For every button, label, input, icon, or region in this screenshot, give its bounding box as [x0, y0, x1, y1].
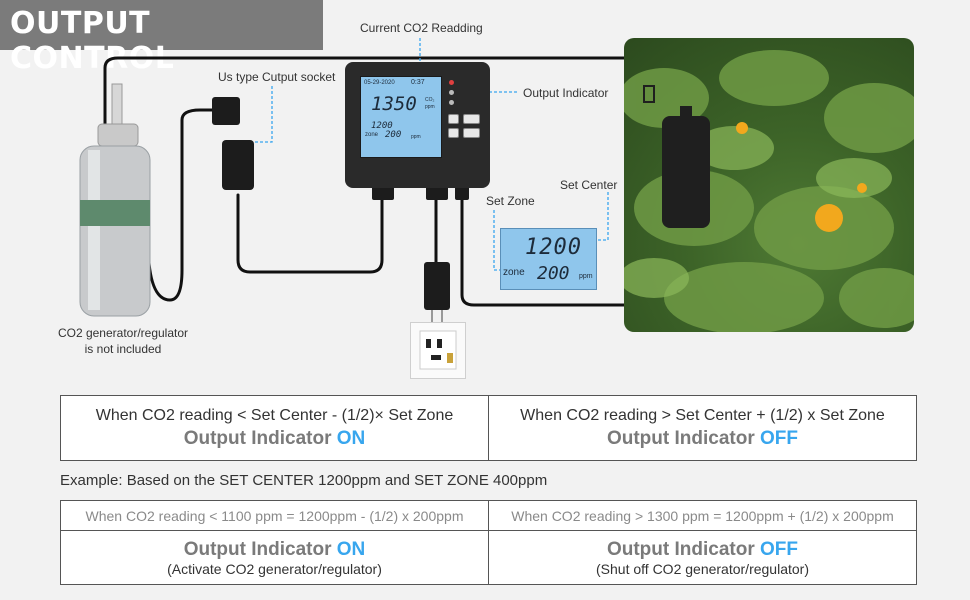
lcd-set-center: 1200 — [525, 235, 582, 260]
example-state-on: ON — [336, 538, 366, 560]
up-button[interactable] — [448, 114, 459, 124]
callout-socket: Us type Cutput socket — [218, 70, 336, 84]
output-indicator-label: Output Indicator — [183, 427, 337, 449]
wall-socket — [410, 322, 466, 379]
condition-table: When CO2 reading < Set Center - (1/2)× S… — [60, 395, 917, 461]
generator-caption: CO2 generator/regulator is not included — [48, 325, 198, 357]
lcd-zone-label: zone — [503, 267, 525, 278]
callout-set-zone: Set Zone — [486, 194, 535, 208]
condition-on-text: When CO2 reading < Set Center - (1/2)× S… — [95, 406, 454, 424]
example-on-cell: Output Indicator ON (Activate CO2 genera… — [61, 531, 488, 584]
output-indicator-on: Output Indicator ON — [184, 428, 366, 450]
leader-socket — [254, 86, 273, 143]
socket-icon — [419, 330, 457, 370]
screen-date: 05-29-2020 — [364, 80, 395, 86]
condition-on-cell: When CO2 reading < Set Center - (1/2)× S… — [61, 396, 488, 460]
example-off-formula: When CO2 reading > 1300 ppm = 1200ppm + … — [511, 507, 894, 524]
lcd-unit: ppm — [579, 273, 593, 280]
screen-zone-value: 200 — [385, 130, 402, 140]
indicator-light-icon — [449, 100, 454, 105]
lcd-zone-value: 200 — [537, 263, 570, 284]
co2-sensor — [662, 116, 710, 228]
callout-set-center: Set Center — [560, 178, 618, 192]
example-on-formula: When CO2 reading < 1100 ppm = 1200ppm - … — [85, 507, 464, 524]
example-off-cell: Output Indicator OFF (Shut off CO2 gener… — [488, 531, 916, 584]
indicator-light-icon — [449, 90, 454, 95]
callout-current-reading: Current CO2 Readding — [360, 21, 483, 35]
example-output-indicator-off: Output Indicator OFF — [607, 539, 798, 561]
output-indicator-label: Output Indicator — [183, 538, 337, 560]
output-indicator-off: Output Indicator OFF — [607, 428, 798, 450]
example-state-off: OFF — [760, 538, 799, 560]
condition-off-cell: When CO2 reading > Set Center + (1/2) x … — [488, 396, 916, 460]
indicator-light-icon — [449, 80, 454, 85]
mode-button[interactable] — [463, 114, 480, 124]
example-on-formula-cell: When CO2 reading < 1100 ppm = 1200ppm - … — [61, 501, 488, 530]
screen-co2-reading: 1350 — [371, 93, 417, 115]
generator-cable — [146, 108, 214, 302]
screen-zone-label: zone — [365, 132, 379, 138]
example-output-indicator-on: Output Indicator ON — [184, 539, 366, 561]
output-indicator-label: Output Indicator — [606, 427, 761, 449]
example-result-table: Output Indicator ON (Activate CO2 genera… — [60, 530, 917, 585]
screen-time: 0:37 — [411, 79, 425, 86]
set-button[interactable] — [463, 128, 480, 138]
power-cable-left — [236, 186, 384, 274]
plant-photo — [624, 38, 914, 332]
co2-cylinder — [79, 83, 151, 317]
example-on-note: (Activate CO2 generator/regulator) — [167, 560, 382, 577]
plant-illustration — [624, 50, 914, 332]
screen-co2-unit-ppm: ppm — [425, 104, 435, 110]
screen-ppm: ppm — [411, 134, 421, 140]
leader-set-zone — [493, 210, 500, 271]
screen-set-center: 1200 — [371, 121, 393, 131]
callout-output-indicator: Output Indicator — [523, 86, 609, 100]
example-formula-table: When CO2 reading < 1100 ppm = 1200ppm - … — [60, 500, 917, 531]
main-plug — [424, 262, 450, 310]
screen-co2-unit-label: CO₂ — [425, 97, 435, 103]
example-off-formula-cell: When CO2 reading > 1300 ppm = 1200ppm + … — [488, 501, 916, 530]
adapter-plug — [212, 97, 254, 190]
generator-caption-line1: CO2 generator/regulator — [57, 326, 189, 340]
lcd-zoom: 1200 zone 200 ppm — [500, 228, 597, 290]
generator-caption-line2: is not included — [84, 342, 162, 356]
condition-off-text: When CO2 reading > Set Center + (1/2) x … — [520, 406, 885, 424]
output-state-off: OFF — [760, 427, 799, 449]
output-indicator-label: Output Indicator — [606, 538, 761, 560]
down-button[interactable] — [448, 128, 459, 138]
output-state-on: ON — [336, 427, 366, 449]
example-off-note: (Shut off CO2 generator/regulator) — [596, 560, 809, 577]
example-text: Example: Based on the SET CENTER 1200ppm… — [60, 472, 548, 489]
